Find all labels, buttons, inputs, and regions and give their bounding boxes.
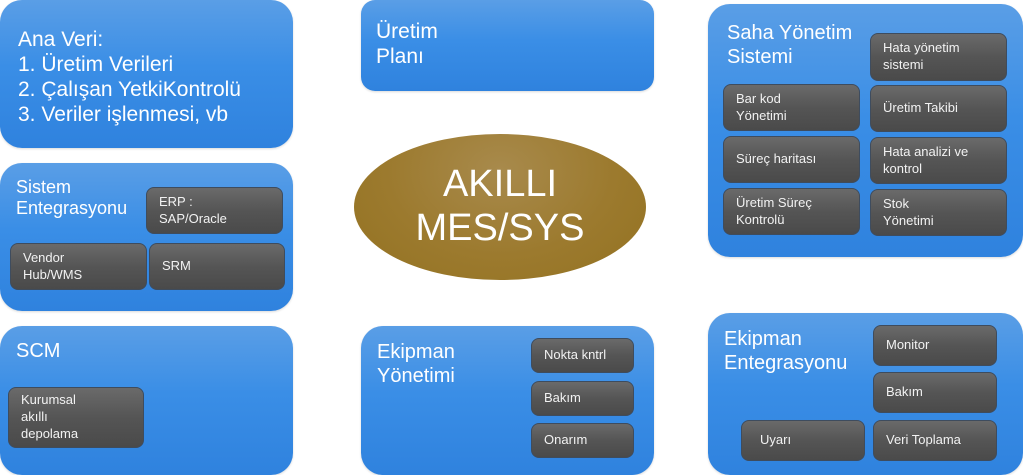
chip-erp: ERP : SAP/Oracle	[146, 187, 283, 234]
panel-scm: SCM Kurumsal akıllı depolama	[0, 326, 293, 475]
ekipman-entegrasyonu-title: Ekipman Entegrasyonu	[724, 328, 848, 374]
chip-uretim-takibi: Üretim Takibi	[870, 85, 1007, 132]
scm-title: SCM	[16, 340, 61, 362]
center-ellipse: AKILLI MES/SYS	[354, 134, 646, 280]
panel-ekipman-entegrasyonu: Ekipman Entegrasyonu Monitor Bakım Uyarı…	[708, 313, 1023, 475]
panel-ana-veri: Ana Veri: 1. Üretim Verileri 2. Çalışan …	[0, 0, 293, 148]
chip-vendor-hub: Vendor Hub/WMS	[10, 243, 147, 290]
chip-srm: SRM	[149, 243, 285, 290]
chip-bar-kod: Bar kod Yönetimi	[723, 84, 860, 131]
chip-hata-analizi: Hata analizi ve kontrol	[870, 137, 1007, 184]
chip-uretim-surec-kontrolu: Üretim Süreç Kontrolü	[723, 188, 860, 235]
chip-uyari: Uyarı	[741, 420, 865, 461]
panel-ekipman-yonetimi: Ekipman Yönetimi Nokta kntrl Bakım Onarı…	[361, 326, 654, 475]
chip-kurumsal-depolama: Kurumsal akıllı depolama	[8, 387, 144, 448]
chip-stok-yonetimi: Stok Yönetimi	[870, 189, 1007, 236]
chip-bakim: Bakım	[531, 381, 634, 416]
center-title-line1: AKILLI	[442, 163, 558, 206]
panel-saha-yonetim: Saha Yönetim Sistemi Hata yönetim sistem…	[708, 4, 1023, 257]
chip-surec-haritasi: Süreç haritası	[723, 136, 860, 183]
chip-bakim: Bakım	[873, 372, 997, 413]
panel-uretim-plani: Üretim Planı	[361, 0, 654, 91]
chip-onarim: Onarım	[531, 423, 634, 458]
ekipman-yonetimi-title: Ekipman Yönetimi	[377, 341, 455, 387]
chip-hata-yonetim: Hata yönetim sistemi	[870, 33, 1007, 81]
uretim-plani-title: Üretim Planı	[376, 20, 438, 68]
chip-monitor: Monitor	[873, 325, 997, 366]
ana-veri-item: 2. Çalışan YetkiKontrolü	[18, 78, 241, 101]
ana-veri-item: 1. Üretim Verileri	[18, 53, 174, 76]
panel-sistem-entegrasyonu: Sistem Entegrasyonu ERP : SAP/Oracle Ven…	[0, 163, 293, 311]
ana-veri-title: Ana Veri:	[18, 28, 104, 51]
saha-yonetim-title: Saha Yönetim Sistemi	[727, 22, 853, 68]
ana-veri-item: 3. Veriler işlenmesi, vb	[18, 103, 229, 126]
chip-veri-toplama: Veri Toplama	[873, 420, 997, 461]
center-title-line2: MES/SYS	[415, 207, 585, 249]
sistem-entegrasyonu-title: Sistem Entegrasyonu	[16, 177, 128, 219]
chip-nokta-kontrol: Nokta kntrl	[531, 338, 634, 373]
